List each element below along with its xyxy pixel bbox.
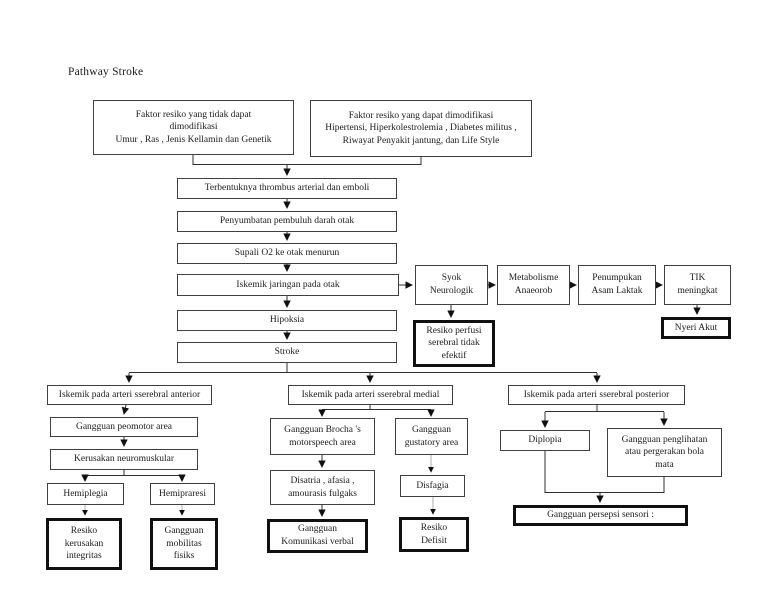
node-nyeri-akut: Nyeri Akut: [661, 317, 731, 339]
node-diplopia: Diplopia: [500, 430, 590, 451]
node-iskemik-anterior: Iskemik pada arteri sserebral anterior: [47, 385, 212, 405]
node-gangguan-premotor-area: Gangguan peomotor area: [50, 417, 198, 437]
node-risk-unmodifiable: Faktor resiko yang tidak dapat dimodifik…: [93, 100, 294, 155]
node-resiko-defisit: Resiko Defisit: [399, 517, 469, 552]
node-gangguan-mobilitas-fisik: Gangguan mobilitas fisiks: [150, 518, 218, 570]
node-thrombus: Terbentuknya thrombus arterial dan embol…: [177, 178, 397, 199]
node-hemiplegia: Hemiplegia: [47, 483, 124, 505]
node-stroke: Stroke: [177, 342, 397, 363]
node-disatria-afasia: Disatria , afasia , amourasis fulgaks: [270, 470, 375, 505]
node-suplai-o2-menurun: Supali O2 ke otak menurun: [177, 243, 397, 264]
node-gangguan-komunikasi-verbal: Gangguan Komunikasi verbal: [267, 519, 368, 553]
node-iskemik-jaringan: Iskemik jaringan pada otak: [177, 274, 399, 296]
node-penyumbatan: Penyumbatan pembuluh darah otak: [177, 211, 397, 232]
node-kerusakan-neuromuskular: Kerusakan neuromuskular: [50, 449, 198, 470]
node-gangguan-penglihatan: Gangguan penglihatan atau pergerakan bol…: [607, 428, 722, 477]
node-gangguan-gustatory: Gangguan gustatory area: [395, 418, 468, 455]
node-iskemik-posterior: Iskemik pada arteri sserebral posterior: [508, 385, 685, 405]
node-disfagia: Disfagia: [400, 475, 465, 497]
node-hipoksia: Hipoksia: [177, 310, 397, 331]
node-risk-modifiable: Faktor resiko yang dapat dimodifikasi Hi…: [310, 100, 532, 157]
node-metabolisme-anaerob: Metabolisme Anaeorob: [497, 265, 570, 305]
node-penumpukan-asam-laktat: Penumpukan Asam Laktak: [578, 265, 656, 305]
node-syok-neurologik: Syok Neurologik: [415, 265, 488, 305]
node-resiko-perfusi-serebral: Resiko perfusi serebral tidak efektif: [413, 320, 495, 367]
node-tik-meningkat: TIK meningkat: [664, 265, 731, 305]
node-resiko-kerusakan-integritas: Resiko kerusakan integritas: [46, 518, 122, 570]
node-gangguan-brocha: Gangguan Brocha 's motorspeech area: [270, 418, 375, 455]
page-title: Pathway Stroke: [68, 66, 144, 78]
node-iskemik-medial: Iskemik pada arteri sserebral medial: [288, 385, 453, 405]
node-gangguan-persepsi-sensori: Gangguan persepsi sensori :: [513, 505, 688, 526]
node-hemipraresi: Hemipraresi: [150, 483, 215, 505]
